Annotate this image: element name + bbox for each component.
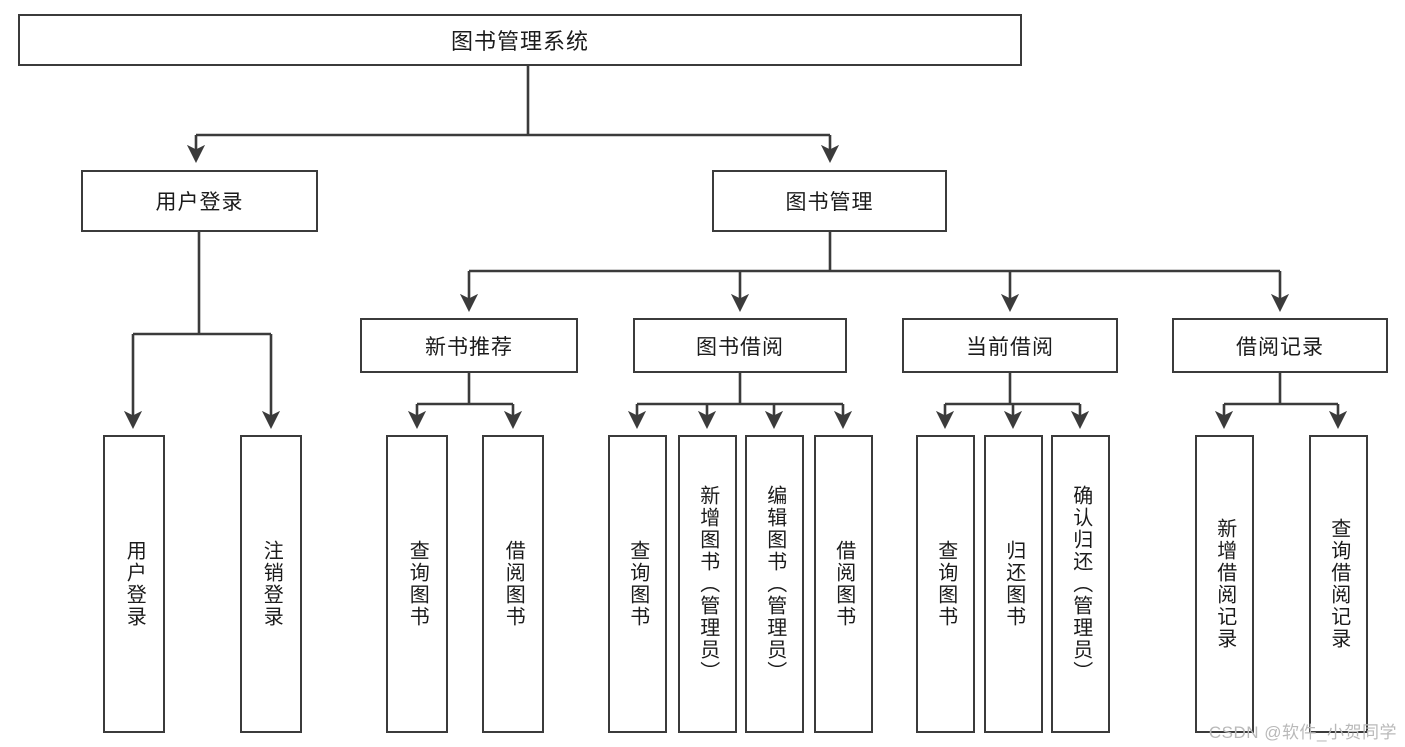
leaf-label: 查询图书 [626,540,649,628]
leaf-label: 借阅图书 [832,540,855,628]
leaf-label: 用户登录 [123,540,146,628]
leaf-label: 查询图书 [406,540,429,628]
leaf-query-book-3[interactable]: 查询图书 [916,435,975,733]
node-new-book-rec[interactable]: 新书推荐 [360,318,578,373]
leaf-borrow-book-1[interactable]: 借阅图书 [482,435,544,733]
leaf-query-book-2[interactable]: 查询图书 [608,435,667,733]
leaf-add-book[interactable]: 新增图书（管理员） [678,435,737,733]
leaf-add-record[interactable]: 新增借阅记录 [1195,435,1254,733]
leaf-confirm-return[interactable]: 确认归还（管理员） [1051,435,1110,733]
leaf-label: 借阅图书 [502,540,525,628]
leaf-label: 注销登录 [260,540,283,628]
leaf-return-book[interactable]: 归还图书 [984,435,1043,733]
leaf-query-record[interactable]: 查询借阅记录 [1309,435,1368,733]
leaf-user-login[interactable]: 用户登录 [103,435,165,733]
leaf-label: 查询图书 [934,540,957,628]
node-borrow-record[interactable]: 借阅记录 [1172,318,1388,373]
leaf-label: 编辑图书（管理员） [763,485,786,683]
node-user-login[interactable]: 用户登录 [81,170,318,232]
leaf-query-book-1[interactable]: 查询图书 [386,435,448,733]
node-book-manage[interactable]: 图书管理 [712,170,947,232]
leaf-label: 确认归还（管理员） [1069,485,1092,683]
node-current-borrow[interactable]: 当前借阅 [902,318,1118,373]
node-book-borrow[interactable]: 图书借阅 [633,318,847,373]
leaf-label: 新增图书（管理员） [696,485,719,683]
leaf-label: 归还图书 [1002,540,1025,628]
leaf-label: 新增借阅记录 [1213,518,1236,650]
leaf-label: 查询借阅记录 [1327,518,1350,650]
leaf-logout[interactable]: 注销登录 [240,435,302,733]
node-root[interactable]: 图书管理系统 [18,14,1022,66]
leaf-edit-book[interactable]: 编辑图书（管理员） [745,435,804,733]
leaf-borrow-book-2[interactable]: 借阅图书 [814,435,873,733]
